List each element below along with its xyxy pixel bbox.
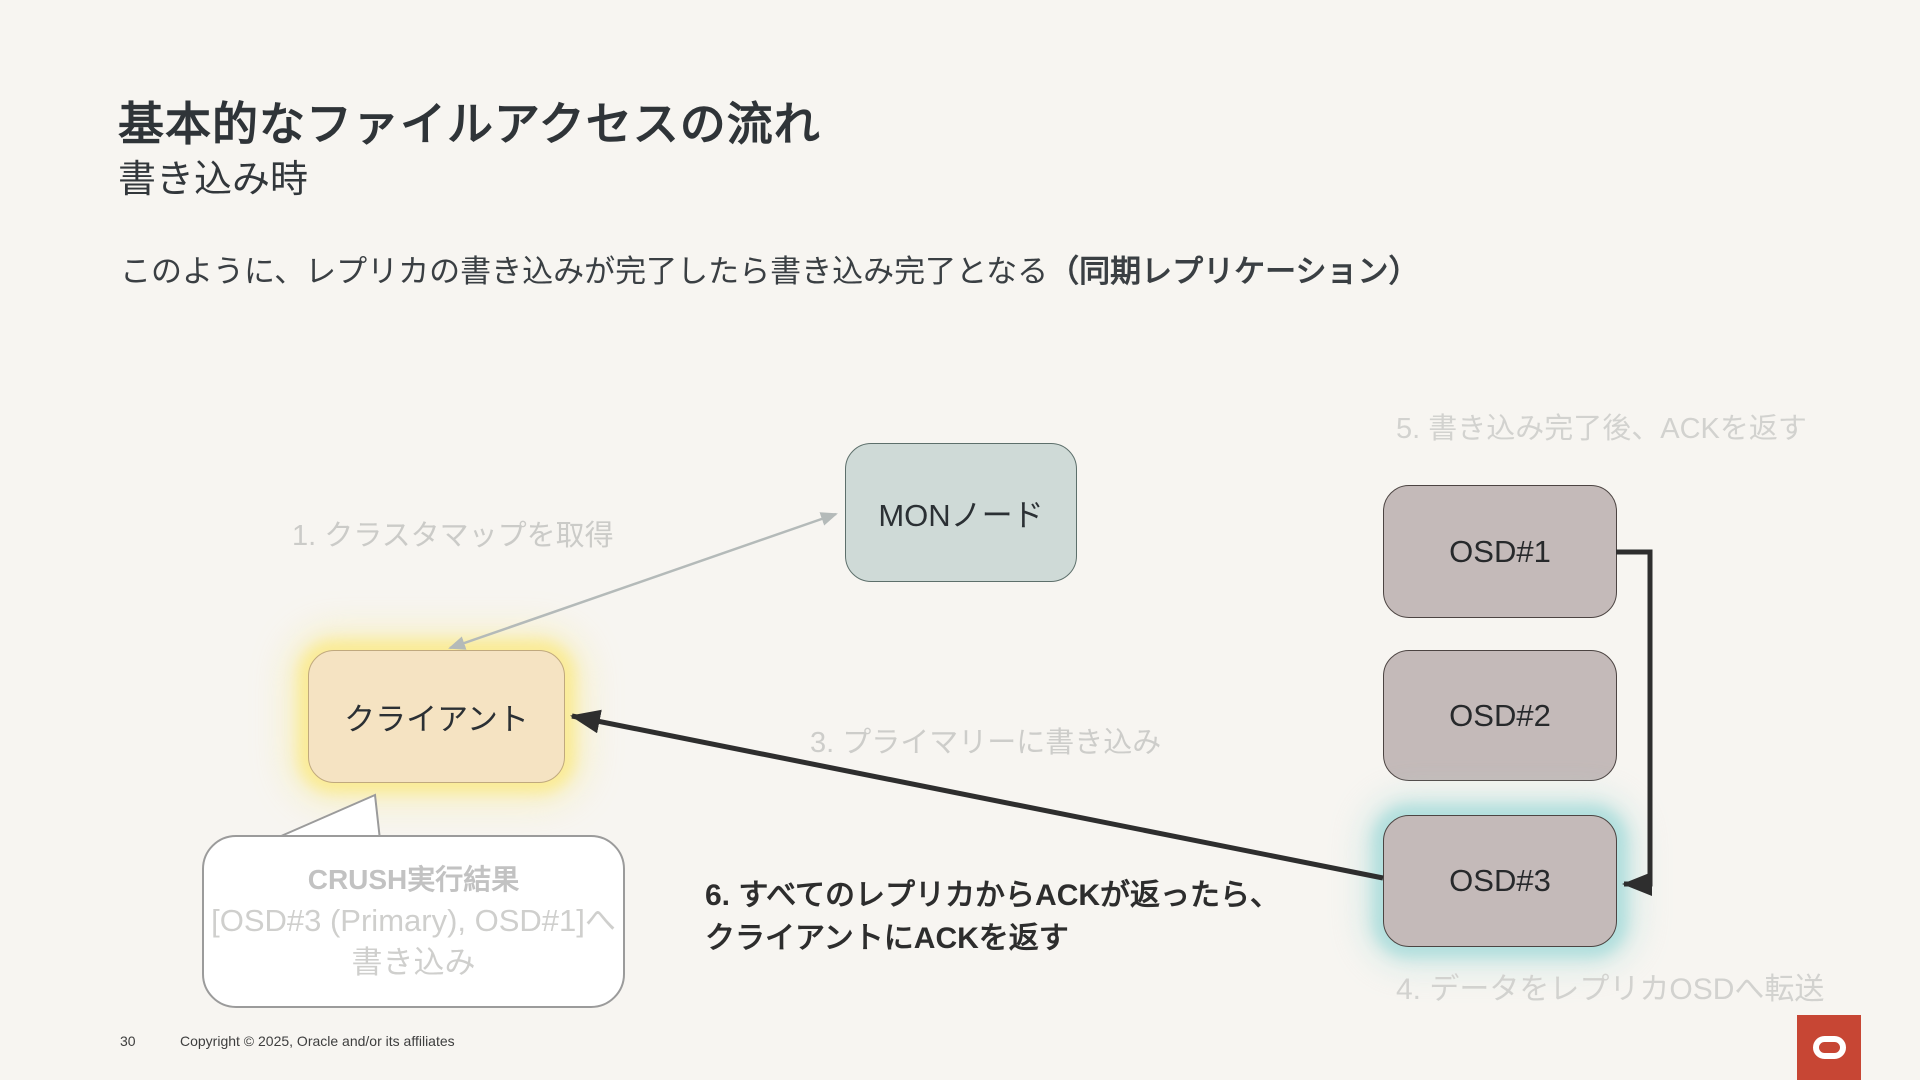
osd3-node-box: OSD#3 xyxy=(1383,815,1617,947)
copyright-text: Copyright © 2025, Oracle and/or its affi… xyxy=(180,1033,455,1049)
page-title: 基本的なファイルアクセスの流れ xyxy=(118,98,821,150)
bubble-line2: [OSD#3 (Primary), OSD#1]へ xyxy=(211,902,616,938)
step6-line1: 6. すべてのレプリカからACKが返ったら、 xyxy=(705,879,1281,912)
body-text: このように、レプリカの書き込みが完了したら書き込み完了となる（同期レプリケーショ… xyxy=(120,246,1420,291)
osd3-node-label: OSD#3 xyxy=(1449,863,1551,898)
osd1-node-label: OSD#1 xyxy=(1449,533,1551,569)
body-text-bold: （同期レプリケーション） xyxy=(1048,254,1420,289)
page-number: 30 xyxy=(120,1033,136,1049)
step6-line2: クライアントにACKを返す xyxy=(705,922,1069,955)
osd2-node-box: OSD#2 xyxy=(1383,650,1617,781)
bubble-line3: 書き込み xyxy=(351,944,476,980)
bubble-title: CRUSH実行結果 xyxy=(307,863,520,895)
step1-label: 1. クラスタマップを取得 xyxy=(292,520,614,552)
step6-label: 6. すべてのレプリカからACKが返ったら、 クライアントにACKを返す xyxy=(705,874,1280,960)
osd1-osd3-arrow xyxy=(1616,549,1653,896)
body-text-normal: このように、レプリカの書き込みが完了したら書き込み完了となる xyxy=(120,254,1049,289)
mon-node-label: MONノード xyxy=(878,498,1044,533)
client-node-label: クライアント xyxy=(344,702,529,737)
page-subtitle: 書き込み時 xyxy=(118,159,309,201)
client-node-box: クライアント xyxy=(308,650,565,783)
oracle-logo xyxy=(1797,1015,1861,1080)
mon-node-box: MONノード xyxy=(845,443,1077,582)
crush-result-bubble: CRUSH実行結果 [OSD#3 (Primary), OSD#1]へ 書き込み xyxy=(202,835,625,1008)
oracle-o-icon xyxy=(1812,1036,1846,1059)
step3-label: 3. プライマリーに書き込み xyxy=(810,727,1162,759)
osd1-node-box: OSD#1 xyxy=(1383,485,1617,618)
osd2-node-label: OSD#2 xyxy=(1449,697,1551,733)
step4-label: 4. データをレプリカOSDへ転送 xyxy=(1396,973,1825,1006)
step5-label: 5. 書き込み完了後、ACKを返す xyxy=(1396,413,1807,445)
